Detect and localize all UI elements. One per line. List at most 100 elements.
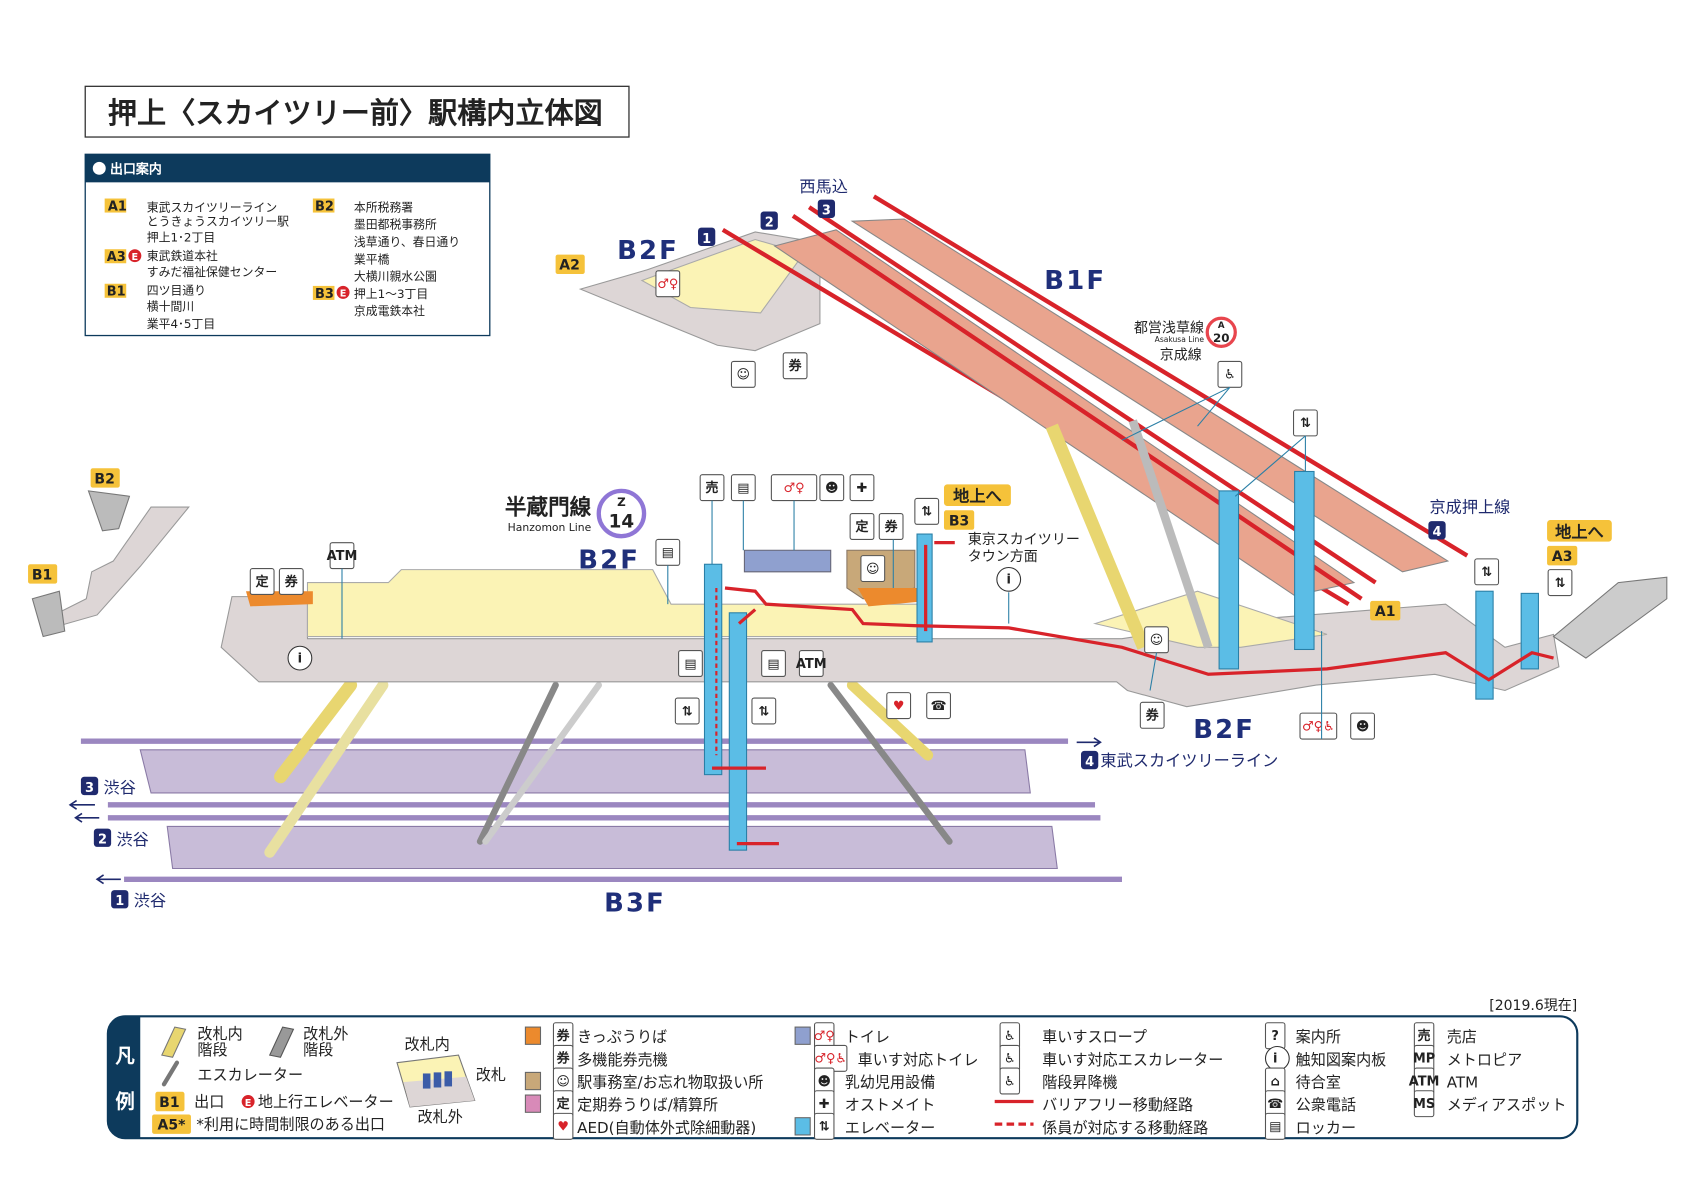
svg-text:⇅: ⇅ (1300, 416, 1311, 431)
svg-text:⇅: ⇅ (1481, 565, 1492, 580)
legend-label: メディアスポット (1447, 1096, 1567, 1114)
title-box: 押上〈スカイツリー前〉駅構内立体図 (84, 85, 630, 138)
exit-badge: B1 (159, 1095, 179, 1111)
locker-icon: ▤ (730, 474, 756, 502)
exit-badge: A1 (108, 199, 127, 214)
svg-text:☺: ☺ (866, 562, 880, 577)
exit-dest: 横十間川 (147, 300, 194, 314)
svg-text:ATM: ATM (796, 657, 827, 672)
legend-label: 駅事務室/お忘れ物取扱い所 (577, 1073, 763, 1091)
legend-label: 改札内 (405, 1036, 450, 1054)
stairs-inside-icon (161, 1026, 187, 1058)
track-number: 1 (702, 232, 711, 247)
b1f-level (721, 194, 1469, 650)
legend-label: 改札 (476, 1066, 506, 1084)
map-exits: A2 B2 B1 地上へ B3 東京スカイツリー タウン方面 地上へ A3 A1 (28, 254, 1612, 621)
ostomate-icon: ✚ (813, 1090, 835, 1118)
exit-badge: A1 (1375, 604, 1396, 620)
svg-text:☻: ☻ (825, 481, 839, 496)
exit-guide: 出口案内 A1 東武スカイツリーライン とうきょうスカイツリー駅 押上1･2丁目… (84, 153, 491, 337)
svg-text:ATM: ATM (1409, 1074, 1440, 1089)
ticket-icon: 券 (1139, 701, 1165, 729)
exit-badge: B1 (107, 285, 126, 300)
date-label: [2019.6現在] (1489, 998, 1577, 1014)
legend-label: エレベーター (845, 1119, 936, 1137)
asakusa-line-label: 都営浅草線 Asakusa Line A 20 京成線 (1134, 316, 1237, 363)
svg-text:♿: ♿ (1004, 1074, 1016, 1089)
svg-text:♂♀: ♂♀ (814, 1029, 835, 1044)
legend-color-swatch (794, 1117, 811, 1136)
track-number: 2 (98, 833, 107, 848)
svg-text:☻: ☻ (1356, 719, 1370, 734)
svg-text:定: 定 (557, 1096, 570, 1112)
svg-text:☎: ☎ (1267, 1097, 1283, 1112)
exit-dest: 本所税務署 (354, 200, 413, 214)
legend-color-swatch (794, 1026, 811, 1045)
legend-color-swatch (524, 1094, 542, 1113)
phone-icon: ☎ (926, 692, 952, 720)
exit-badge: B1 (32, 567, 52, 583)
svg-text:?: ? (1271, 1029, 1279, 1044)
locker-icon: ▤ (655, 538, 681, 566)
legend-label: 改札内 (197, 1025, 242, 1043)
svg-text:券: 券 (556, 1028, 571, 1044)
legend-label: 出口 (194, 1093, 224, 1111)
escalators-b3f (264, 678, 953, 858)
track-number: 3 (822, 204, 831, 219)
exit-badge: B3 (315, 287, 334, 302)
track-labels: 西馬込 1 2 3 4 4 東武スカイツリーライン 3 渋谷 2 渋谷 1 渋谷 (68, 177, 1446, 910)
info-desk-icon: ? (1264, 1022, 1286, 1050)
exit-guide-heading: 出口案内 (110, 162, 162, 178)
legend-label: 係員が対応する移動経路 (1042, 1119, 1208, 1137)
svg-text:⇅: ⇅ (682, 704, 693, 719)
svg-text:▤: ▤ (684, 657, 696, 672)
ticket-icon: 券 (278, 568, 304, 595)
stairs-outside-icon (268, 1026, 295, 1058)
legend-label: 案内所 (1296, 1028, 1341, 1046)
exit-dest: 京成電鉄本社 (354, 304, 425, 318)
legend-color-swatch (524, 1071, 542, 1091)
ticket-icon: 券 (878, 513, 904, 540)
legend-label: バリアフリー移動経路 (1042, 1096, 1193, 1114)
map-icons: ATM定券i▤売▤♂♀☻✚定券⇅☺i▤▤ATM⇅⇅♥☎☺券♂♀♿⇅☺券♂♀♿☻⇅… (249, 270, 1573, 740)
page-title: 押上〈スカイツリー前〉駅構内立体図 (108, 96, 603, 130)
metropia-icon: MP (1413, 1044, 1435, 1072)
legend-label: きっぷうりば (577, 1028, 667, 1046)
floor-label-b2f: B2F (578, 546, 640, 576)
legend-label: 待合室 (1296, 1073, 1341, 1091)
exit-dest: 押上1～3丁目 (354, 287, 428, 301)
wheelchair-escalator-icon: ♿ (1217, 360, 1243, 388)
line-code-number: 14 (609, 512, 635, 533)
elevator-shaft (1218, 490, 1240, 670)
elevator-icon: ⇅ (813, 1112, 835, 1140)
svg-text:定: 定 (256, 574, 269, 590)
svg-text:☺: ☺ (556, 1074, 570, 1089)
elevator-icon: ⇅ (751, 697, 777, 725)
legend-label: エスカレーター (197, 1066, 303, 1084)
elevator-icon: ⇅ (1474, 558, 1500, 586)
svg-text:♂♀: ♂♀ (783, 481, 804, 496)
aed-icon: ♥ (552, 1112, 574, 1140)
legend-label: 地上行エレベーター (258, 1093, 394, 1111)
svg-text:▤: ▤ (662, 546, 674, 561)
svg-text:⇅: ⇅ (819, 1120, 830, 1135)
locker-icon: ▤ (761, 650, 786, 677)
keisei-oshiage-line-label: 京成押上線 (1429, 497, 1510, 516)
elevator-shaft (703, 563, 723, 776)
svg-text:券: 券 (884, 519, 899, 535)
exit-badge: A3 (107, 250, 126, 265)
floor-label-b2f: B2F (617, 236, 679, 266)
exit-dest: 墨田都税事務所 (354, 218, 437, 232)
leader-line (1121, 386, 1231, 441)
legend-label: 定期券うりば/精算所 (577, 1096, 718, 1114)
exit-dest: すみだ福祉保健センター (147, 265, 277, 279)
svg-text:☺: ☺ (1150, 633, 1164, 648)
legend-label: 公衆電話 (1296, 1096, 1356, 1114)
line-name: 半蔵門線 (505, 495, 592, 521)
shop-icon: 売 (699, 474, 725, 502)
locker-icon: ▤ (1264, 1112, 1286, 1140)
svg-text:⇅: ⇅ (921, 505, 932, 520)
toilet-icon: ♂♀ (814, 1022, 835, 1050)
elevator-e-icon: E (132, 252, 139, 263)
elevators (703, 470, 1539, 851)
